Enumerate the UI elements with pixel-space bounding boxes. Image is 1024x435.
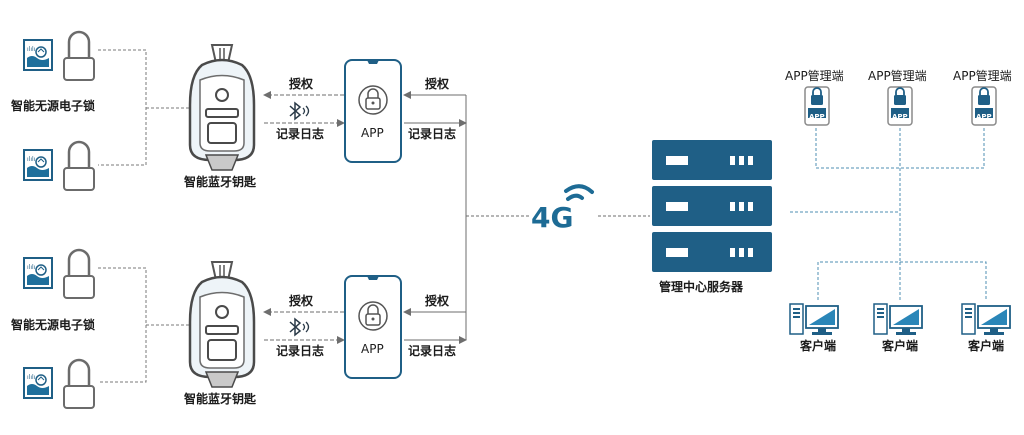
app-phone-icon — [344, 275, 402, 379]
lock-label-bottom: 智能无源电子锁 — [11, 318, 96, 332]
desktop-computer-icon — [873, 303, 923, 336]
log-label: 记录日志 — [276, 127, 325, 141]
desktop-computer-icon — [961, 303, 1011, 336]
bluetooth-icon — [289, 102, 310, 120]
lock-connector-bottom — [98, 267, 196, 383]
signal-icon — [564, 184, 594, 201]
bluetooth-key-icon — [188, 260, 256, 389]
admin-app-label: APP管理端 — [785, 69, 844, 83]
admin-app-screen-text: APP — [809, 113, 825, 121]
server-icon — [652, 140, 772, 272]
bluetooth-icon — [289, 318, 310, 336]
key-app-arrows-bottom — [263, 308, 345, 344]
lock-connector-top — [98, 49, 196, 166]
network-label: 4G — [531, 201, 574, 234]
server-label: 管理中心服务器 — [659, 280, 744, 294]
bluetooth-key-icon — [188, 43, 256, 172]
admin-app-label: APP管理端 — [953, 69, 1012, 83]
log-label: 记录日志 — [408, 127, 457, 141]
admin-app-screen-text: APP — [892, 113, 908, 121]
log-label: 记录日志 — [276, 344, 325, 358]
lock-label-top: 智能无源电子锁 — [11, 99, 96, 113]
desktop-computer-icon — [789, 303, 839, 336]
app-network-arrows — [403, 91, 650, 344]
client-label: 客户端 — [968, 339, 1005, 353]
padlock-icon — [22, 30, 96, 82]
client-label: 客户端 — [882, 339, 919, 353]
admin-app-label: APP管理端 — [868, 69, 927, 83]
distribution-lines — [790, 128, 987, 300]
padlock-icon — [22, 248, 96, 300]
client-label: 客户端 — [800, 339, 837, 353]
app-label: APP — [361, 126, 384, 140]
authorize-label: 授权 — [425, 294, 450, 308]
key-app-arrows-top — [263, 91, 345, 127]
admin-app-screen-text: APP — [976, 113, 992, 121]
key-label-bottom: 智能蓝牙钥匙 — [184, 392, 257, 406]
authorize-label: 授权 — [425, 77, 450, 91]
key-label-top: 智能蓝牙钥匙 — [184, 175, 257, 189]
app-phone-icon — [344, 59, 402, 163]
padlock-icon — [22, 140, 96, 192]
authorize-label: 授权 — [289, 294, 314, 308]
padlock-icon — [22, 358, 96, 410]
app-label: APP — [361, 342, 384, 356]
log-label: 记录日志 — [408, 344, 457, 358]
authorize-label: 授权 — [289, 77, 314, 91]
